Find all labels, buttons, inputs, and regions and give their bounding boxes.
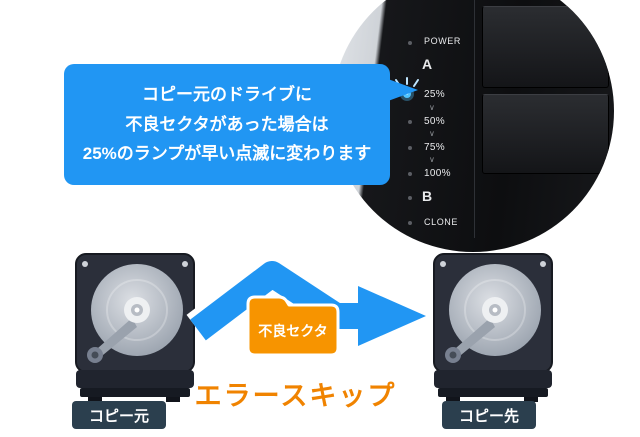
led-dot-clone [408,221,412,225]
callout-line-3: 25%のランプが早い点滅に変わります [82,144,372,164]
callout-line-2: 不良セクタがあった場合は [125,114,329,134]
source-drive-badge: コピー元 [72,401,166,429]
chevron-down-icon: ∨ [429,129,435,138]
panel-divider [474,0,475,238]
panel-label-b: B [422,188,434,204]
folder-label: 不良セクタ [258,323,327,339]
led-dot-power [408,41,412,45]
hdd-source-illustration [75,253,195,402]
panel-label-75: 75% [424,142,445,153]
destination-drive-badge: コピー先 [442,401,536,429]
bad-sector-folder-icon: 不良セクタ [246,295,340,357]
hdd-destination-illustration [433,253,553,402]
led-dot-75 [408,146,412,150]
chevron-down-icon: ∨ [429,103,435,112]
error-skip-caption: エラースキップ [194,381,397,411]
led-dot-b [408,196,412,200]
panel-label-50: 50% [424,116,445,127]
led-dot-50 [408,120,412,124]
device-button-bottom [482,94,609,174]
error-skip-arrow [186,255,432,354]
callout-line-1: コピー元のドライブに [142,84,312,104]
device-button-top [482,6,609,88]
callout-tail [388,79,418,101]
panel-label-100: 100% [424,168,451,179]
panel-label-power: POWER [424,36,462,46]
callout-bubble: コピー元のドライブに 不良セクタがあった場合は 25%のランプが早い点滅に変わり… [64,64,390,185]
panel-label-clone: CLONE [424,217,459,227]
led-dot-100 [408,172,412,176]
panel-label-25: 25% [424,89,445,100]
panel-label-a: A [422,56,434,72]
chevron-down-icon: ∨ [429,155,435,164]
